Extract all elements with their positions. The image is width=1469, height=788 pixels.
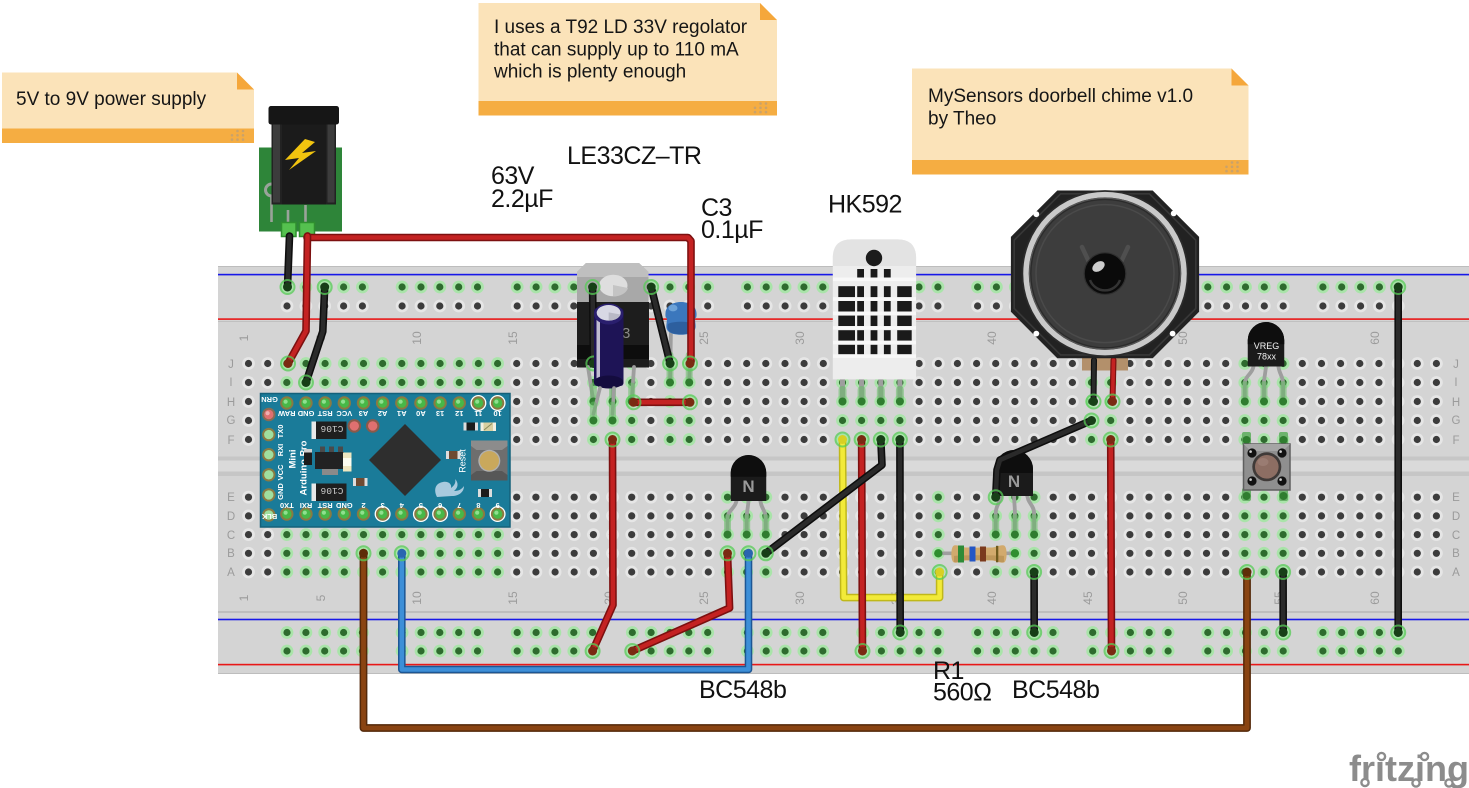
svg-text:3: 3: [622, 325, 630, 342]
svg-text:3: 3: [381, 501, 385, 510]
svg-text:11: 11: [474, 409, 482, 418]
svg-text:C: C: [1452, 530, 1460, 542]
svg-text:J: J: [1453, 359, 1459, 371]
svg-text:Mini: Mini: [288, 450, 299, 469]
svg-text:BC548b: BC548b: [1012, 676, 1099, 704]
svg-text:30: 30: [793, 331, 807, 345]
svg-text:A: A: [1452, 567, 1460, 579]
svg-text:J: J: [228, 359, 234, 371]
svg-text:N: N: [1008, 472, 1020, 491]
svg-text:D: D: [1452, 511, 1460, 523]
svg-text:G: G: [227, 415, 236, 427]
svg-text:5: 5: [314, 594, 328, 601]
svg-text:10: 10: [410, 331, 424, 345]
svg-text:50: 50: [1176, 331, 1190, 345]
svg-text:G: G: [1452, 415, 1461, 427]
svg-text:9: 9: [496, 501, 500, 510]
svg-text:VREG: VREG: [1254, 341, 1280, 351]
svg-text:60: 60: [1368, 331, 1382, 345]
svg-text:RXI: RXI: [300, 501, 313, 510]
svg-text:GND: GND: [335, 501, 352, 510]
svg-text:8: 8: [476, 501, 480, 510]
svg-text:A: A: [227, 567, 235, 579]
svg-text:RST: RST: [317, 501, 332, 510]
svg-text:0.1µF: 0.1µF: [701, 216, 763, 244]
svg-text:A3: A3: [359, 409, 369, 418]
svg-text:78xx: 78xx: [1257, 352, 1277, 362]
svg-text:F: F: [1452, 435, 1459, 447]
svg-text:10: 10: [410, 591, 424, 605]
svg-text:10: 10: [493, 409, 501, 418]
svg-text:A2: A2: [378, 409, 388, 418]
svg-text:N: N: [742, 477, 754, 496]
svg-text:4: 4: [399, 501, 404, 510]
svg-text:6: 6: [438, 501, 442, 510]
svg-text:7: 7: [457, 501, 461, 510]
svg-text:25: 25: [697, 591, 711, 605]
svg-text:A1: A1: [397, 409, 407, 418]
svg-text:5V to 9V power supply: 5V to 9V power supply: [16, 89, 207, 110]
svg-text:F: F: [227, 435, 234, 447]
svg-text:which is plenty enough: which is plenty enough: [493, 62, 686, 83]
svg-text:50: 50: [1176, 591, 1190, 605]
svg-text:RST: RST: [317, 409, 332, 418]
svg-text:BLK: BLK: [261, 512, 277, 521]
svg-text:H: H: [1452, 397, 1460, 409]
svg-text:TX0: TX0: [276, 425, 285, 439]
svg-text:25: 25: [697, 331, 711, 345]
svg-text:BC548b: BC548b: [699, 676, 786, 704]
svg-text:Arduino Pro: Arduino Pro: [299, 440, 310, 495]
svg-text:12: 12: [455, 409, 463, 418]
svg-text:by Theo: by Theo: [928, 108, 996, 129]
svg-text:63V: 63V: [491, 162, 535, 190]
svg-text:VCC: VCC: [276, 464, 285, 480]
svg-text:Reset: Reset: [458, 449, 468, 473]
svg-text:1: 1: [237, 594, 251, 601]
svg-text:I: I: [229, 377, 232, 389]
svg-text:GND: GND: [276, 483, 285, 500]
svg-text:VCC: VCC: [336, 409, 352, 418]
svg-text:E: E: [1452, 492, 1460, 504]
svg-text:TX0: TX0: [280, 501, 294, 510]
svg-text:E: E: [227, 492, 235, 504]
svg-text:RAW: RAW: [277, 409, 295, 418]
svg-text:45: 45: [1081, 591, 1095, 605]
svg-text:560Ω: 560Ω: [933, 679, 991, 707]
svg-text:40: 40: [985, 331, 999, 345]
svg-text:2: 2: [361, 501, 365, 510]
svg-text:15: 15: [506, 591, 520, 605]
svg-text:GRN: GRN: [261, 395, 278, 404]
svg-text:40: 40: [985, 591, 999, 605]
svg-text:C106: C106: [320, 423, 343, 434]
svg-text:I uses a T92 LD 33V regolator: I uses a T92 LD 33V regolator: [494, 17, 748, 38]
svg-text:B: B: [227, 548, 235, 560]
svg-text:D: D: [227, 511, 235, 523]
svg-text:HK592: HK592: [828, 191, 902, 219]
svg-text:LE33CZ–TR: LE33CZ–TR: [567, 142, 701, 170]
svg-text:RXI: RXI: [276, 444, 285, 457]
svg-text:2.2µF: 2.2µF: [491, 185, 553, 213]
svg-text:30: 30: [793, 591, 807, 605]
svg-text:A0: A0: [416, 409, 426, 418]
svg-text:13: 13: [436, 409, 444, 418]
svg-text:B: B: [1452, 548, 1460, 560]
svg-text:GND: GND: [297, 409, 314, 418]
svg-text:that can supply up to 110 mA: that can supply up to 110 mA: [494, 39, 739, 60]
svg-text:C: C: [227, 530, 235, 542]
svg-text:15: 15: [506, 331, 520, 345]
svg-text:1: 1: [237, 334, 251, 341]
svg-text:C3: C3: [701, 194, 732, 222]
svg-text:60: 60: [1368, 591, 1382, 605]
svg-text:H: H: [227, 397, 235, 409]
svg-text:R1: R1: [933, 657, 964, 685]
svg-text:MySensors doorbell chime v1.0: MySensors doorbell chime v1.0: [928, 86, 1193, 107]
svg-text:C106: C106: [320, 485, 343, 496]
svg-text:5: 5: [419, 501, 423, 510]
svg-text:I: I: [1454, 377, 1457, 389]
